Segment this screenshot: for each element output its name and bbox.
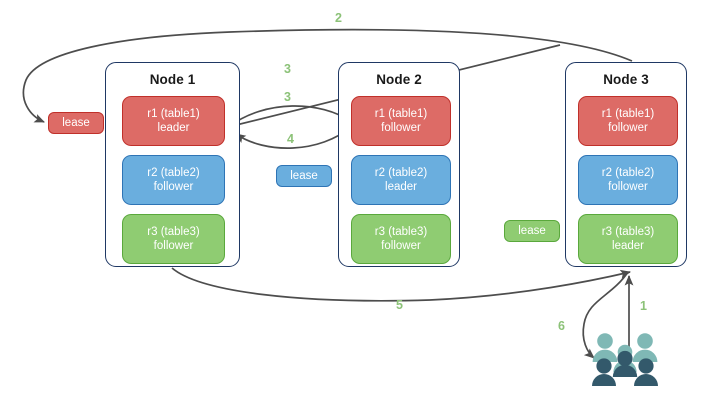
- node-title: Node 1: [149, 72, 196, 87]
- replica-role-label: leader: [385, 181, 417, 193]
- node-box-node-2[interactable]: Node 2 r1 (table1) follower r2 (table2) …: [338, 62, 460, 267]
- step-label-5: 5: [396, 298, 403, 312]
- replica-range-label: r3 (table3): [147, 226, 200, 238]
- replica-range-label: r1 (table1): [374, 108, 428, 120]
- replica-role-label: leader: [612, 240, 644, 252]
- lease-badge-green[interactable]: lease: [504, 220, 560, 242]
- replica-role-label: follower: [608, 181, 648, 193]
- step-label-3-lower: 3: [284, 90, 291, 104]
- arrow-step-4: [235, 125, 353, 149]
- replica-range-label: r3 (table3): [601, 226, 655, 238]
- replica-role-label: leader: [157, 122, 190, 134]
- users-icon: [591, 331, 659, 387]
- replica-n2-r1[interactable]: r1 (table1) follower: [351, 96, 451, 146]
- lease-label: lease: [290, 169, 318, 182]
- step-label-3-upper: 3: [284, 62, 291, 76]
- step-label-4: 4: [287, 132, 294, 146]
- replica-role-label: follower: [153, 240, 194, 252]
- replica-n1-r3[interactable]: r3 (table3) follower: [122, 214, 225, 264]
- replica-n1-r1[interactable]: r1 (table1) leader: [122, 96, 225, 146]
- replica-role-label: follower: [608, 122, 648, 134]
- replica-n3-r3[interactable]: r3 (table3) leader: [578, 214, 678, 264]
- step-label-2: 2: [335, 11, 342, 25]
- replica-role-label: follower: [381, 240, 421, 252]
- node-box-node-1[interactable]: Node 1 r1 (table1) leader r2 (table2) fo…: [105, 62, 240, 267]
- replica-range-label: r2 (table2): [601, 167, 655, 179]
- step-label-1: 1: [640, 299, 647, 313]
- lease-label: lease: [62, 116, 90, 129]
- node-title: Node 2: [376, 72, 422, 87]
- step-label-6: 6: [558, 319, 565, 333]
- replica-role-label: follower: [381, 122, 421, 134]
- node-box-node-3[interactable]: Node 3 r1 (table1) follower r2 (table2) …: [565, 62, 687, 267]
- replica-range-label: r1 (table1): [601, 108, 655, 120]
- users-icon-glyph: [592, 333, 658, 386]
- replica-n1-r2[interactable]: r2 (table2) follower: [122, 155, 225, 205]
- replica-n2-r3[interactable]: r3 (table3) follower: [351, 214, 451, 264]
- arrow-step-3-lower: [229, 105, 353, 127]
- replica-range-label: r1 (table1): [147, 108, 200, 120]
- node-title: Node 3: [603, 72, 649, 87]
- lease-badge-blue[interactable]: lease: [276, 165, 332, 187]
- replica-n3-r2[interactable]: r2 (table2) follower: [578, 155, 678, 205]
- arrow-step-5: [171, 267, 631, 302]
- replica-n2-r2[interactable]: r2 (table2) leader: [351, 155, 451, 205]
- replica-range-label: r3 (table3): [374, 226, 428, 238]
- lease-badge-red[interactable]: lease: [48, 112, 104, 134]
- replica-range-label: r2 (table2): [147, 167, 200, 179]
- replica-role-label: follower: [153, 181, 194, 193]
- lease-label: lease: [518, 224, 546, 237]
- replica-range-label: r2 (table2): [374, 167, 428, 179]
- replica-n3-r1[interactable]: r1 (table1) follower: [578, 96, 678, 146]
